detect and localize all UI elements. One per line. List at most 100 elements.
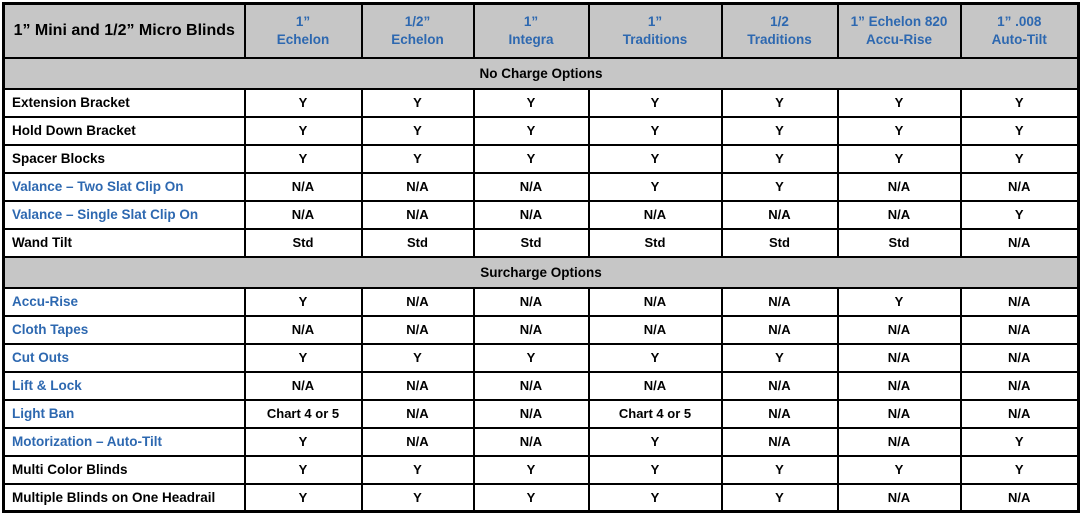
cell-value: Chart 4 or 5 (587, 398, 723, 429)
cell-value: N/A (360, 314, 475, 345)
row-label: Wand Tilt (2, 227, 246, 258)
cell-value: Y (959, 87, 1080, 118)
cell-value: Y (587, 115, 723, 146)
cell-value: Y (472, 482, 590, 513)
section-row-1: Surcharge Options (2, 255, 1080, 289)
cell-value: Y (360, 115, 475, 146)
cell-value: N/A (720, 314, 839, 345)
cell-value: N/A (720, 199, 839, 230)
cell-value: Y (959, 426, 1080, 457)
cell-value: Y (360, 87, 475, 118)
cell-value: Y (243, 454, 363, 485)
cell-value: Y (472, 143, 590, 174)
cell-value: N/A (360, 199, 475, 230)
cell-value: Y (836, 286, 962, 317)
cell-value: Y (587, 143, 723, 174)
cell-value: N/A (836, 199, 962, 230)
cell-value: Y (243, 342, 363, 373)
cell-value: Y (472, 115, 590, 146)
cell-value: Y (360, 482, 475, 513)
cell-value: N/A (720, 370, 839, 401)
cell-value: N/A (360, 398, 475, 429)
cell-value: N/A (472, 199, 590, 230)
cell-value: N/A (587, 286, 723, 317)
cell-value: N/A (836, 171, 962, 202)
row-label: Accu-Rise (2, 286, 246, 317)
cell-value: N/A (959, 227, 1080, 258)
cell-value: Y (243, 426, 363, 457)
cell-value: N/A (360, 370, 475, 401)
row-label: Spacer Blocks (2, 143, 246, 174)
cell-value: Y (720, 171, 839, 202)
column-header-0: 1” Echelon (243, 2, 363, 59)
cell-value: Y (720, 87, 839, 118)
row-label: Extension Bracket (2, 87, 246, 118)
cell-value: Y (720, 143, 839, 174)
cell-value: Std (360, 227, 475, 258)
cell-value: Std (720, 227, 839, 258)
cell-value: Y (720, 342, 839, 373)
cell-value: N/A (360, 171, 475, 202)
cell-value: Y (472, 87, 590, 118)
cell-value: N/A (959, 398, 1080, 429)
row-label: Light Ban (2, 398, 246, 429)
cell-value: N/A (472, 314, 590, 345)
cell-value: N/A (587, 314, 723, 345)
cell-value: N/A (587, 199, 723, 230)
row-label: Valance – Two Slat Clip On (2, 171, 246, 202)
cell-value: Y (587, 454, 723, 485)
cell-value: Std (836, 227, 962, 258)
cell-value: N/A (836, 482, 962, 513)
cell-value: N/A (836, 398, 962, 429)
cell-value: Y (836, 115, 962, 146)
column-header-4: 1/2 Traditions (720, 2, 839, 59)
cell-value: Y (587, 87, 723, 118)
cell-value: N/A (836, 370, 962, 401)
row-label: Motorization – Auto-Tilt (2, 426, 246, 457)
cell-value: N/A (836, 314, 962, 345)
cell-value: N/A (959, 342, 1080, 373)
cell-value: Y (720, 454, 839, 485)
cell-value: N/A (836, 426, 962, 457)
cell-value: Y (243, 87, 363, 118)
cell-value: N/A (243, 314, 363, 345)
column-header-2: 1” Integra (472, 2, 590, 59)
cell-value: Y (472, 454, 590, 485)
cell-value: Y (243, 286, 363, 317)
cell-value: Y (243, 115, 363, 146)
column-header-6: 1” .008 Auto-Tilt (959, 2, 1080, 59)
cell-value: N/A (720, 426, 839, 457)
cell-value: Y (587, 171, 723, 202)
table-title: 1” Mini and 1/2” Micro Blinds (2, 2, 246, 59)
cell-value: Y (720, 115, 839, 146)
cell-value: N/A (587, 370, 723, 401)
cell-value: Y (360, 342, 475, 373)
cell-value: Y (836, 454, 962, 485)
cell-value: Y (472, 342, 590, 373)
cell-value: N/A (360, 426, 475, 457)
cell-value: N/A (959, 370, 1080, 401)
cell-value: N/A (720, 398, 839, 429)
cell-value: Std (587, 227, 723, 258)
cell-value: Y (836, 143, 962, 174)
cell-value: N/A (959, 314, 1080, 345)
cell-value: Y (836, 87, 962, 118)
cell-value: N/A (959, 171, 1080, 202)
cell-value: Y (959, 454, 1080, 485)
cell-value: Y (243, 143, 363, 174)
row-label: Cut Outs (2, 342, 246, 373)
cell-value: Y (587, 426, 723, 457)
section-title: No Charge Options (2, 56, 1080, 90)
cell-value: N/A (360, 286, 475, 317)
